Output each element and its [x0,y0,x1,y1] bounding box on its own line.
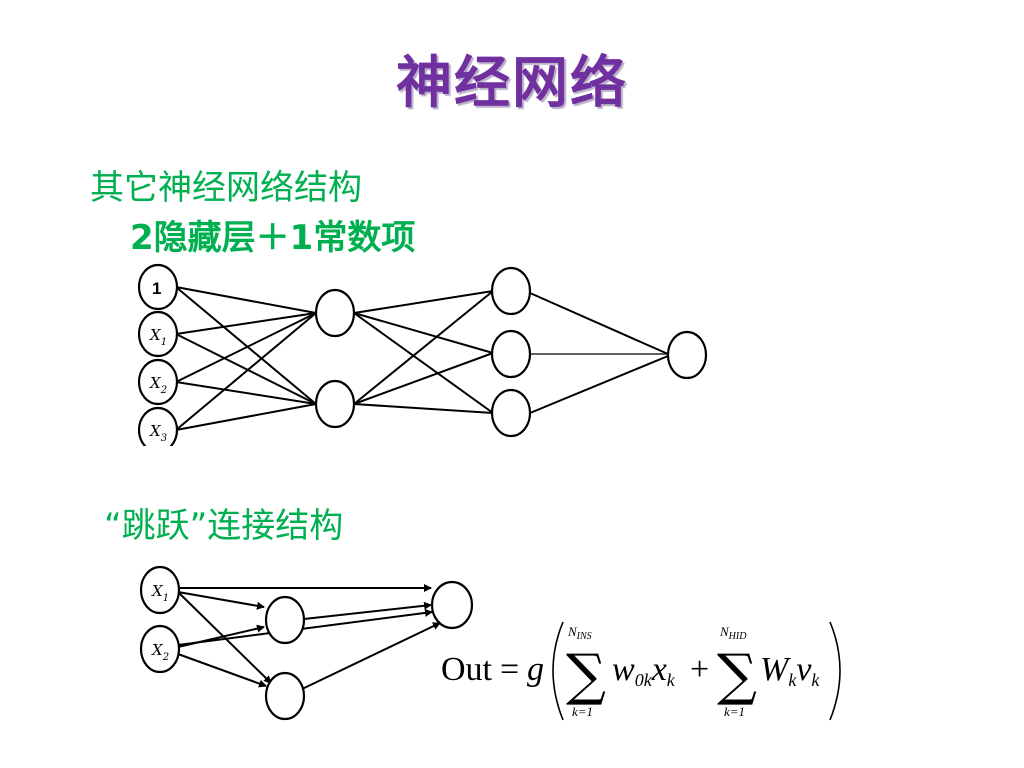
sum1-sigma-icon: ∑ [566,643,606,708]
network2-nodes: X1 X2 [139,565,474,721]
formula-right-paren [829,621,841,721]
input-node-x2 [139,624,181,674]
input-node-x3-label: X3 [149,422,167,444]
hidden-node [264,671,306,721]
formula-equals: = [500,651,519,688]
output-formula: Out = g NINS ∑ k=1 w0kxk + NHID ∑ k=1 Wk… [441,621,841,721]
edge [353,290,494,314]
edge [175,286,317,405]
edge [175,312,317,335]
network-diagram-two-hidden-layers: 1 X1 X2 X3 [137,263,708,446]
sum2-lower-limit: k=1 [724,704,745,719]
bias-node-label: 1 [152,279,161,298]
sum2-sigma-icon: ∑ [717,643,757,708]
edge [175,286,317,314]
sum1-lower-limit: k=1 [572,704,593,719]
formula-lhs: Out [441,651,493,688]
edge [529,355,669,414]
edge [177,591,272,684]
input-node-x2-label: X2 [149,374,167,396]
edge [177,608,433,646]
formula-left-paren [552,621,564,721]
output-node [666,330,708,380]
sum1-upper-limit: NINS [567,624,592,642]
subtitle-other-structures: 其它神经网络结构 [90,168,362,208]
subtitle-skip-connections: “跳跃”连接结构 [104,506,344,546]
bias-node [137,263,179,311]
edge [175,403,317,431]
network1-edges [175,286,669,431]
edge [353,290,494,405]
output-node [430,580,474,630]
hidden2-node [490,329,532,379]
sum2-upper-limit: NHID [719,624,747,642]
input-node-x1 [137,310,179,358]
edge [175,312,317,431]
formula-plus: + [690,651,709,688]
edge [529,292,669,355]
edge [177,591,265,610]
input-node-x1 [139,565,181,615]
edge [299,622,441,691]
edge [175,381,317,405]
hidden-node [264,595,306,645]
formula-function-g: g [527,651,544,688]
network2-edges [177,584,441,691]
hidden1-node [314,288,356,338]
hidden1-node [314,379,356,429]
edge [175,312,317,383]
subtitle-two-hidden-layers: 2隐藏层＋1常数项 [130,218,416,258]
term1: w0kxk [612,651,676,690]
hidden2-node [490,388,532,438]
network1-nodes: 1 X1 X2 X3 [137,263,708,446]
input-node-x1-label: X1 [149,326,167,348]
edge [175,333,317,405]
hidden2-node [490,266,532,316]
input-node-x2 [137,358,179,406]
edge [353,312,494,354]
network-diagram-skip-connections: X1 X2 [139,565,474,721]
edge [177,653,267,688]
slide-title: 神经网络 [396,51,628,116]
edge [303,601,432,620]
edge [353,352,494,405]
edge [353,403,494,414]
term2: Wkvk [760,651,820,690]
input-node-x2-label: X2 [151,641,169,663]
edge [353,312,494,414]
input-node-x3 [137,406,179,446]
input-node-x1-label: X1 [151,582,169,604]
